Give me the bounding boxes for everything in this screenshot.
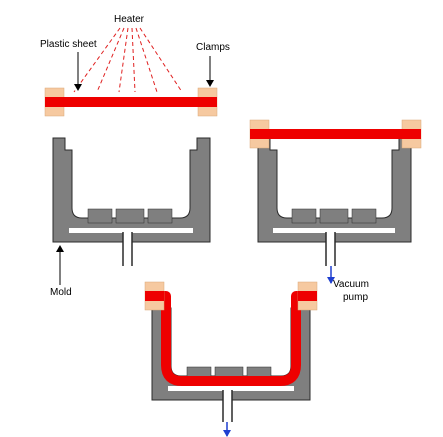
- mold-cavity-block: [147, 208, 173, 224]
- vacuum-outlet: [326, 232, 335, 266]
- vacuum-pump-label-line1: Vacuum: [333, 279, 369, 290]
- stage-heating: Heater Plastic sheet Clamps Mold: [40, 14, 230, 298]
- mold-label: Mold: [50, 287, 72, 298]
- plastic-sheet-label: Plastic sheet: [40, 39, 97, 50]
- mold: [151, 295, 311, 422]
- stage-clamping: Vacuum pump: [249, 119, 422, 303]
- vacuum-outlet: [223, 390, 232, 422]
- vacuum-channel: [168, 386, 294, 391]
- formed-plastic-sheet: [146, 291, 316, 386]
- stage-vacuum-forming: [144, 281, 318, 437]
- mold-cavity-block: [115, 208, 145, 224]
- heater-rays: [73, 27, 183, 93]
- mold-cavity-block: [351, 208, 377, 224]
- vacuum-channel: [69, 228, 193, 233]
- vacuum-pump-label-line2: pump: [343, 292, 368, 303]
- vacuum-channel: [273, 228, 395, 233]
- mold-cavity-block: [87, 208, 113, 224]
- clamps-label: Clamps: [196, 42, 230, 53]
- vacuum-outlet: [123, 232, 132, 266]
- plastic-sheet: [250, 129, 421, 139]
- plastic-sheet: [45, 97, 217, 107]
- mold: [257, 137, 412, 266]
- mold: [52, 137, 211, 266]
- mold-cavity-block: [319, 208, 349, 224]
- heater-label: Heater: [114, 14, 145, 25]
- mold-cavity-block: [291, 208, 317, 224]
